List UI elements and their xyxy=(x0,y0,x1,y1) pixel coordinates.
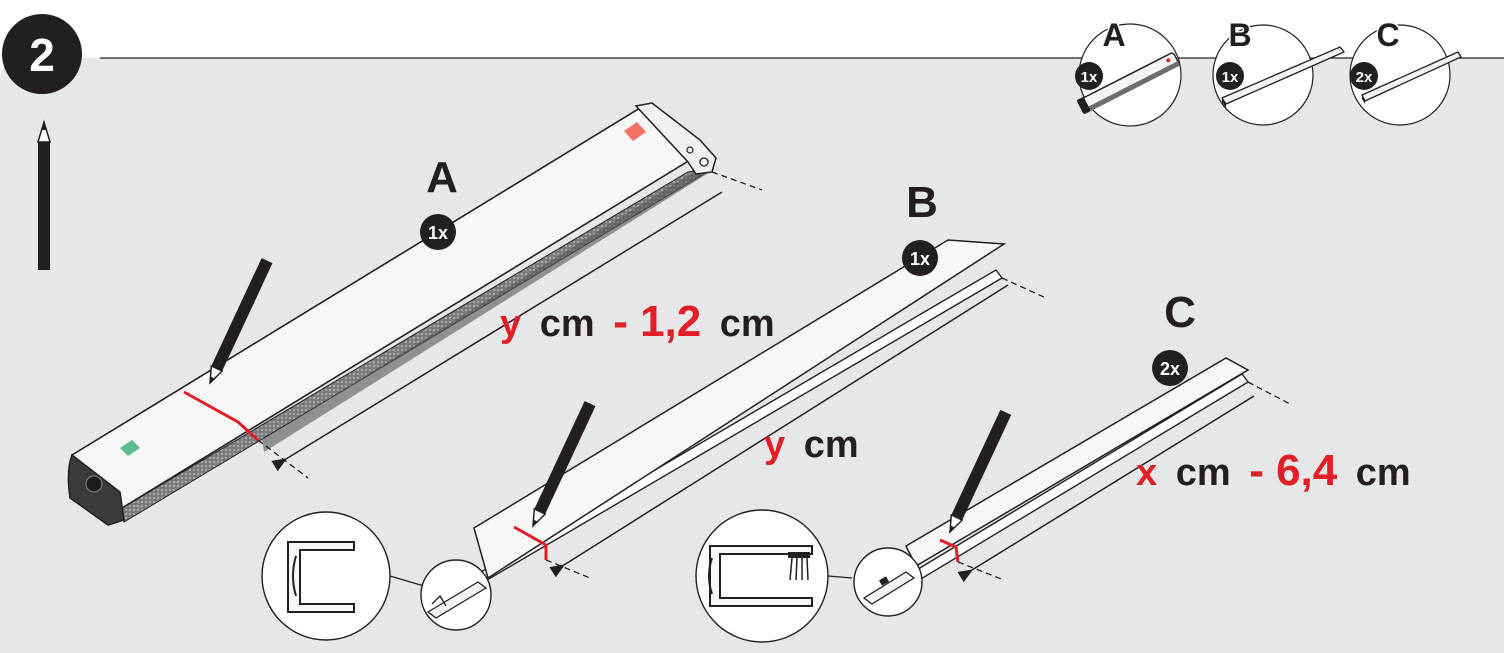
callout-line xyxy=(389,575,425,587)
overview-letter: C xyxy=(1376,17,1399,53)
dimension-a-formula: y cm - 1,2 cm xyxy=(500,297,775,346)
step-badge: 2 xyxy=(2,14,82,94)
brush-strip-icon xyxy=(788,552,810,581)
dimension-variable: x xyxy=(1136,452,1157,494)
part-c-letter: C xyxy=(1164,288,1196,337)
overview-qty: 1x xyxy=(1222,69,1239,86)
profile-c-cross-section-detail xyxy=(695,509,829,643)
warning-label-icon xyxy=(624,122,646,141)
marking-pencil-icon xyxy=(209,258,273,385)
profile-b-cross-section-detail xyxy=(261,511,391,641)
dimension-b-formula: y cm xyxy=(764,424,859,466)
overview-part-a: 1x A xyxy=(1075,16,1182,127)
background-panel xyxy=(0,58,1504,653)
dimension-unit: cm xyxy=(1356,452,1411,494)
part-c-qty: 2x xyxy=(1160,359,1180,379)
dimension-offset: - 6,4 xyxy=(1249,446,1338,495)
overview-part-c: 2x C xyxy=(1349,16,1462,126)
dimension-c-formula: x cm - 6,4 cm xyxy=(1136,446,1411,495)
part-a-qty-badge: 1x xyxy=(420,214,456,250)
part-a-qty: 1x xyxy=(428,223,448,243)
dimension-unit: cm xyxy=(804,424,859,466)
dimension-line-b xyxy=(545,277,1047,579)
part-b-qty: 1x xyxy=(910,249,930,269)
info-label-icon xyxy=(120,440,140,456)
overview-letter: B xyxy=(1228,17,1251,53)
dimension-offset: - 1,2 xyxy=(613,297,701,346)
profile-c-end-detail xyxy=(853,547,923,617)
dimension-line-c xyxy=(957,381,1291,583)
dimension-variable: y xyxy=(500,303,521,345)
dimension-unit: cm xyxy=(1176,452,1231,494)
overview-letter: A xyxy=(1102,17,1125,53)
dimension-variable: y xyxy=(764,424,785,466)
marking-pencil-icon xyxy=(949,409,1012,534)
dimension-unit: cm xyxy=(540,303,595,345)
overview-qty: 1x xyxy=(1081,69,1098,86)
part-b-qty-badge: 1x xyxy=(902,240,938,276)
profile-b-end-detail xyxy=(420,559,492,631)
part-c-qty-badge: 2x xyxy=(1152,350,1188,386)
dimension-line-a xyxy=(257,171,763,479)
part-b-letter: B xyxy=(906,178,938,227)
dimension-unit: cm xyxy=(720,303,775,345)
step-number: 2 xyxy=(29,29,55,81)
pencil-tool-icon xyxy=(36,119,52,270)
part-a-cassette xyxy=(67,102,717,526)
marking-pencil-icon xyxy=(532,401,596,528)
overview-part-b: 1x B xyxy=(1212,16,1346,126)
overview-qty: 2x xyxy=(1356,69,1373,86)
callout-line xyxy=(827,575,853,579)
part-a-letter: A xyxy=(426,153,458,202)
